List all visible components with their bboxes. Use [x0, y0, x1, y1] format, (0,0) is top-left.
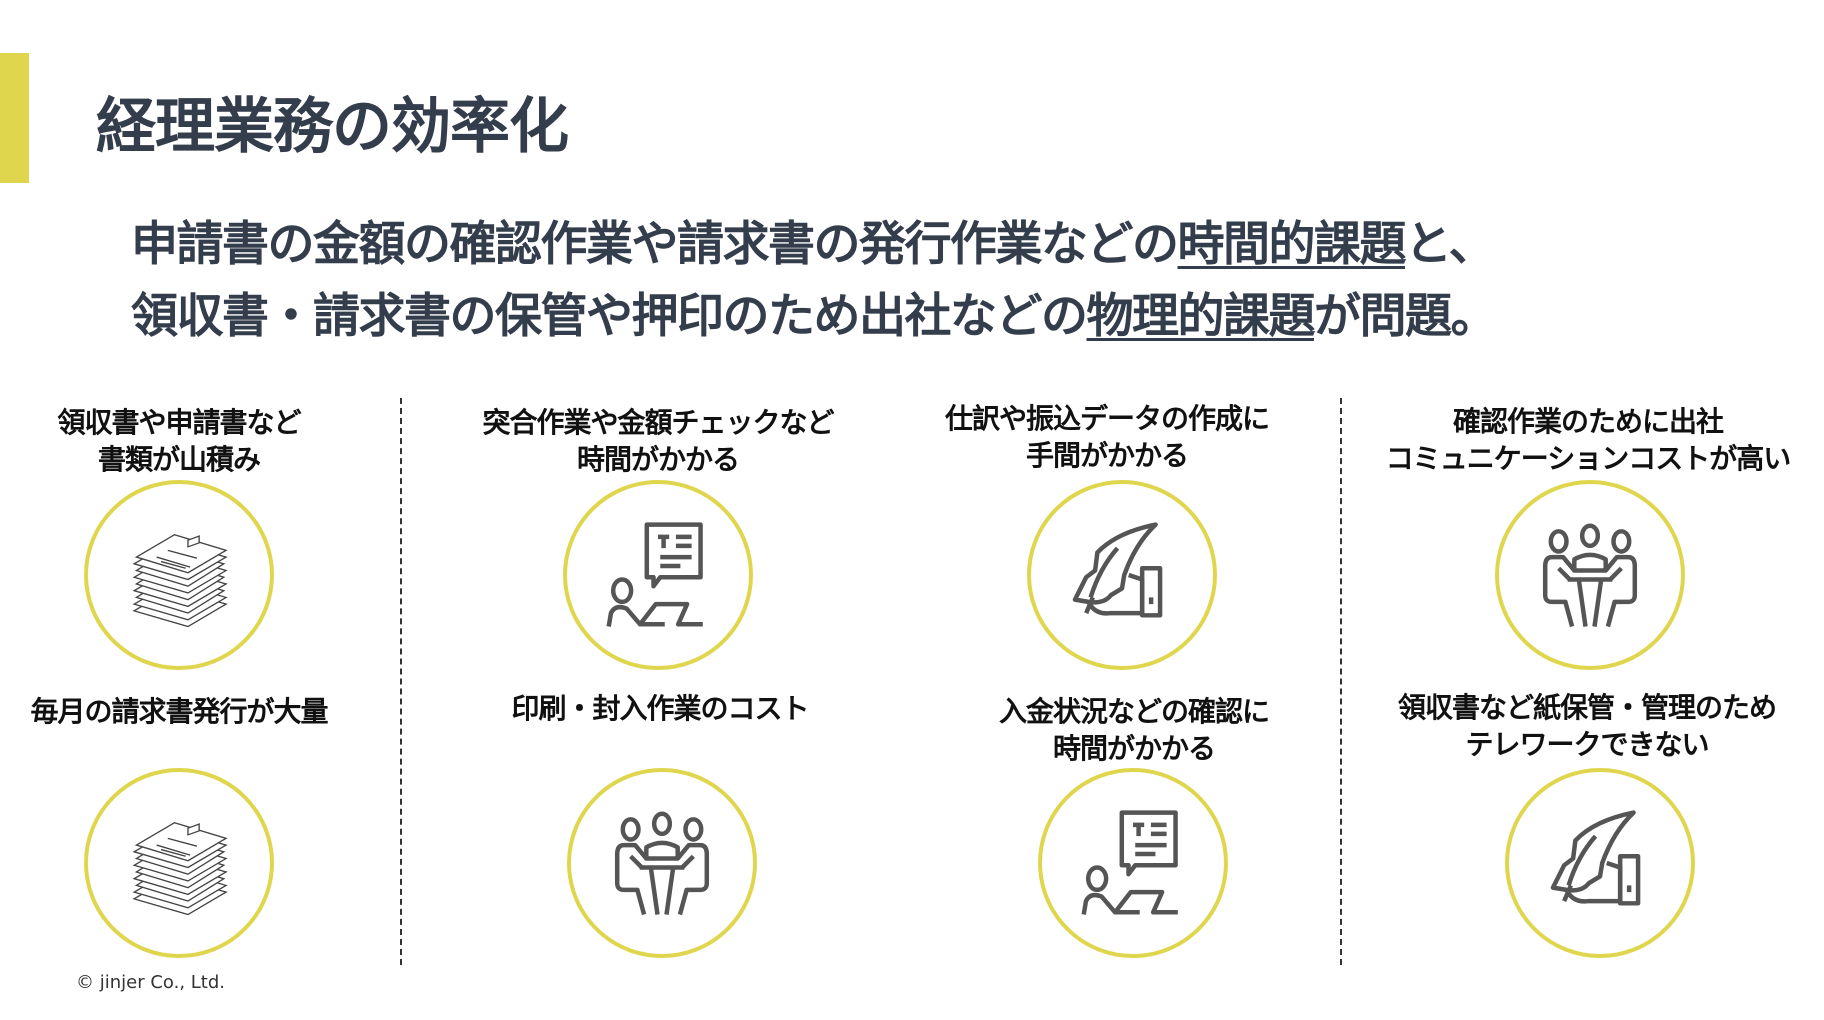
- card-label-line: 領収書など紙保管・管理のため: [1397, 691, 1777, 724]
- card-label-line: 領収書や申請書など: [57, 406, 301, 439]
- card-label-line: テレワークできない: [1465, 728, 1709, 761]
- icon-circle: [563, 480, 753, 670]
- person-laptop-speech-icon: [602, 519, 714, 631]
- lead-text: 領収書・請求書の保管や押印のため出社などの: [131, 289, 1088, 344]
- lead-emphasis: 物理的課題: [1086, 289, 1316, 344]
- meeting-icon: [1534, 519, 1646, 631]
- card-label: 領収書など紙保管・管理のためテレワークできない: [1347, 689, 1824, 763]
- card-label-line: 確認作業のために出社: [1452, 405, 1724, 438]
- title-accent-bar: [0, 53, 29, 183]
- column-divider: [1340, 398, 1342, 965]
- paper-stack-icon: [123, 519, 235, 631]
- card-label-line: 毎月の請求書発行が大量: [30, 695, 328, 728]
- page-title: 経理業務の効率化: [96, 92, 569, 162]
- icon-circle: [1505, 768, 1695, 958]
- lead-line-2: 領収書・請求書の保管や押印のため出社などの物理的課題が問題。: [131, 277, 1498, 346]
- card-label-line: 書類が山積み: [97, 443, 261, 476]
- lead-text: と、: [1405, 217, 1496, 272]
- quill-hand-icon: [1544, 807, 1656, 919]
- meeting-icon: [606, 807, 718, 919]
- card-label-line: 入金状況などの確認に: [998, 695, 1270, 728]
- lead-emphasis: 時間的課題: [1177, 217, 1407, 272]
- person-laptop-speech-icon: [1077, 807, 1189, 919]
- card-label-line: 印刷・封入作業のコスト: [511, 692, 809, 725]
- card-label-line: 時間がかかる: [576, 443, 740, 476]
- copyright: © jinjer Co., Ltd.: [76, 972, 225, 993]
- card-label-line: 時間がかかる: [1052, 732, 1216, 765]
- icon-circle: [1027, 480, 1217, 670]
- lead-text: が問題。: [1314, 289, 1498, 344]
- icon-circle: [84, 480, 274, 670]
- card-label: 毎月の請求書発行が大量: [0, 693, 419, 730]
- lead-line-1: 申請書の金額の確認作業や請求書の発行作業などの時間的課題と、: [131, 205, 1496, 274]
- card-label: 入金状況などの確認に時間がかかる: [894, 693, 1374, 767]
- card-label: 領収書や申請書など書類が山積み: [0, 404, 419, 478]
- paper-stack-icon: [123, 807, 235, 919]
- card-label: 突合作業や金額チェックなど時間がかかる: [418, 404, 898, 478]
- card-label-line: 突合作業や金額チェックなど: [482, 406, 834, 439]
- card-label: 確認作業のために出社コミュニケーションコストが高い: [1348, 403, 1824, 477]
- icon-circle: [84, 768, 274, 958]
- lead-text: 申請書の金額の確認作業や請求書の発行作業などの: [131, 217, 1179, 272]
- icon-circle: [1038, 768, 1228, 958]
- column-divider: [400, 398, 402, 965]
- card-label-line: 手間がかかる: [1025, 439, 1189, 472]
- icon-circle: [1495, 480, 1685, 670]
- quill-hand-icon: [1066, 519, 1178, 631]
- card-label: 仕訳や振込データの作成に手間がかかる: [867, 400, 1347, 474]
- icon-circle: [567, 768, 757, 958]
- card-label: 印刷・封入作業のコスト: [420, 690, 900, 727]
- card-label-line: コミュニケーションコストが高い: [1385, 442, 1791, 475]
- card-label-line: 仕訳や振込データの作成に: [944, 402, 1270, 435]
